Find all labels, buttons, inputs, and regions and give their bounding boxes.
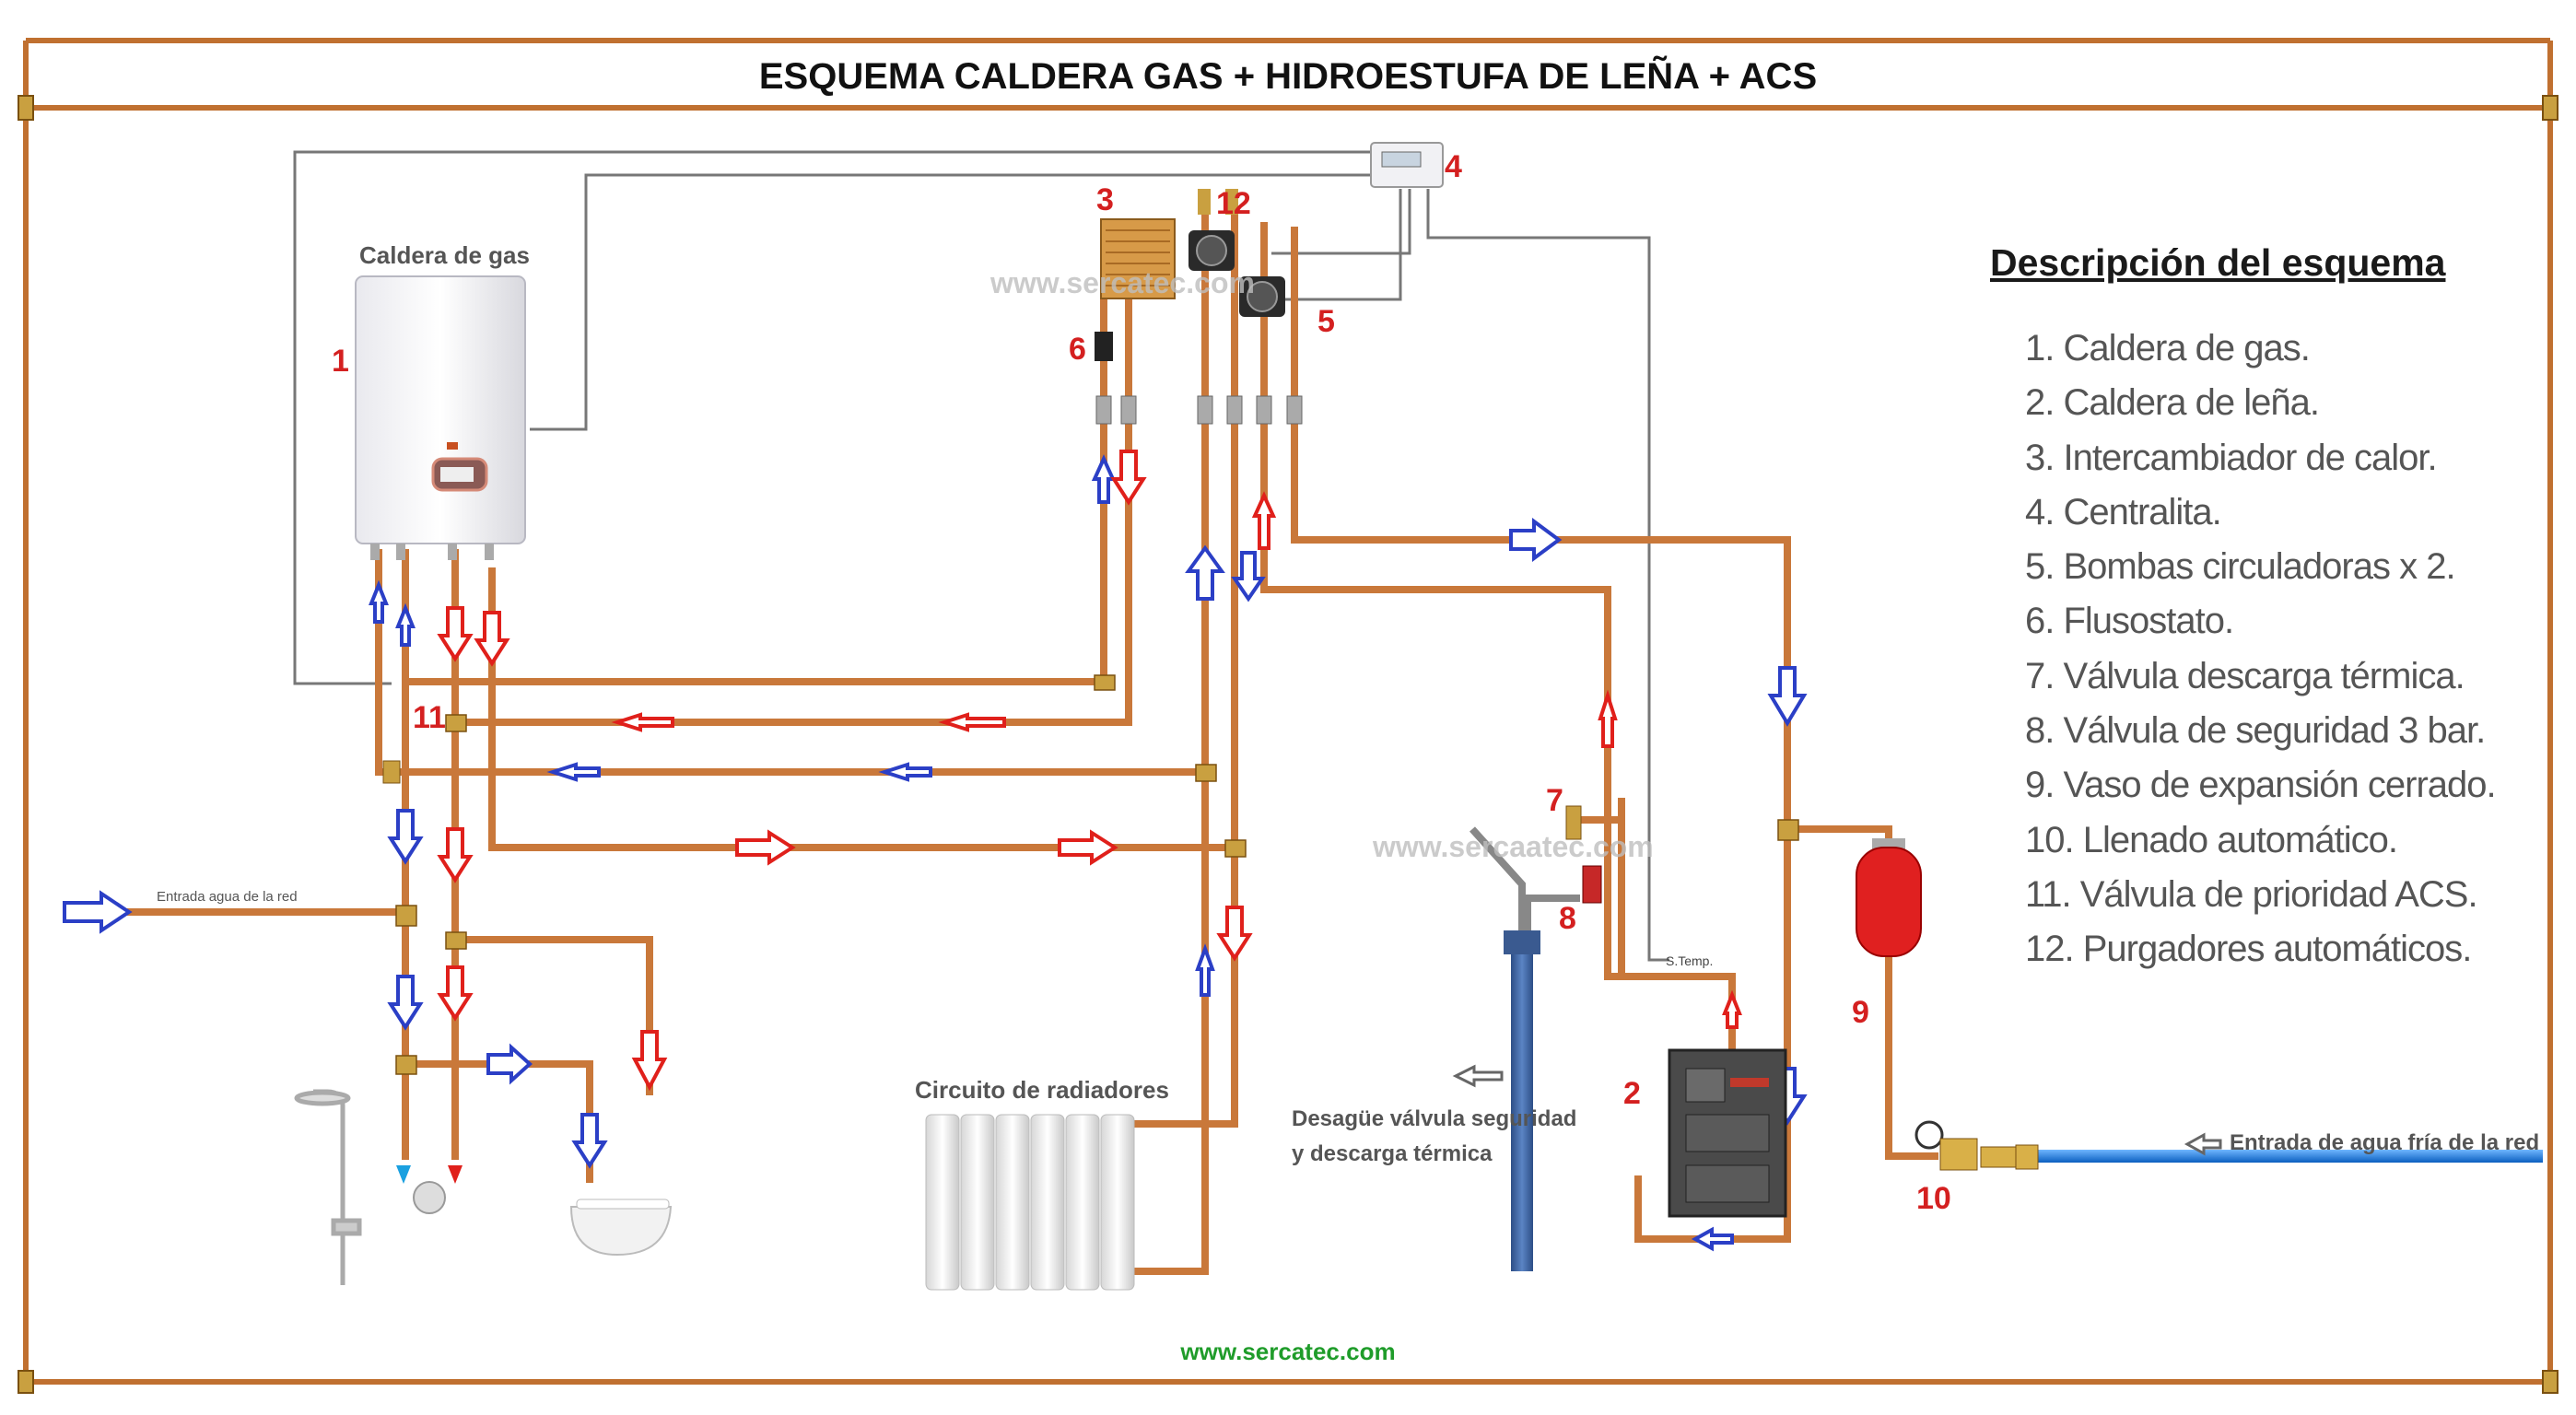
legend-item: 5. Bombas circuladoras x 2. — [2025, 546, 2456, 588]
number-3: 3 — [1096, 182, 1114, 217]
arrow-left — [1691, 1226, 1734, 1252]
number-4: 4 — [1445, 149, 1462, 184]
heat-exchanger-icon — [1100, 218, 1176, 299]
shower-icon — [294, 1089, 362, 1285]
expansion-vessel-icon — [1856, 838, 1922, 957]
arrow-right — [63, 890, 133, 934]
washbasin-icon — [569, 1199, 673, 1257]
drain-pipe-icon — [1469, 826, 1580, 1271]
temp-sensor-label: S.Temp. — [1666, 953, 1713, 968]
number-6: 6 — [1069, 332, 1086, 367]
component-numbers: 1 2 3 4 5 6 7 8 9 10 11 12 — [332, 149, 1951, 1216]
radiator-icon — [925, 1114, 1135, 1291]
legend-item: 11. Válvula de prioridad ACS. — [2025, 873, 2478, 915]
cold-inlet-label: Entrada de agua fría de la red — [2230, 1130, 2539, 1155]
arrow-down — [437, 827, 474, 883]
flow-switch-icon — [1095, 332, 1113, 361]
legend-item: 10. Llenado automático. — [2025, 819, 2398, 860]
number-5: 5 — [1317, 304, 1335, 339]
gas-boiler-icon — [355, 275, 526, 784]
number-10: 10 — [1916, 1181, 1951, 1216]
mixer-tap-icon — [396, 1165, 463, 1214]
gas-boiler-label: Caldera de gas — [359, 241, 530, 269]
frame — [23, 38, 2553, 1385]
arrow-left — [611, 712, 674, 732]
legend-panel: Descripción del esquema 1. Caldera de ga… — [1990, 241, 2506, 977]
arrow-left — [1452, 1064, 1504, 1088]
legend-item: 7. Válvula descarga térmica. — [2025, 655, 2465, 696]
arrow-right — [735, 829, 796, 866]
arrow-down — [1216, 906, 1253, 962]
legend-item: 3. Intercambiador de calor. — [2025, 437, 2438, 478]
arrow-down — [387, 809, 424, 865]
number-9: 9 — [1852, 995, 1869, 1030]
arrow-left — [546, 762, 601, 782]
arrow-up — [1251, 491, 1277, 550]
arrow-up — [1598, 689, 1618, 748]
arrow-right — [1058, 829, 1118, 866]
legend-item: 9. Vaso de expansión cerrado. — [2025, 765, 2497, 806]
watermark-alt: www.sercaatec.com — [1372, 830, 1654, 863]
arrow-up — [1722, 989, 1742, 1029]
watermark: www.sercatec.com — [989, 266, 1255, 299]
arrow-up — [369, 579, 389, 624]
controller-icon — [1370, 142, 1444, 188]
drain-label-2: y descarga térmica — [1292, 1141, 1493, 1166]
legend-title: Descripción del esquema — [1990, 241, 2446, 284]
arrow-down — [571, 1113, 608, 1169]
arrow-down — [1110, 450, 1147, 506]
wood-boiler-icon — [1668, 1048, 1787, 1218]
number-12: 12 — [1216, 186, 1251, 221]
safety-valves — [1565, 805, 1602, 904]
arrow-down — [1767, 666, 1808, 727]
legend-list: 1. Caldera de gas. 2. Caldera de leña. 3… — [1990, 322, 2506, 977]
arrow-down — [437, 606, 474, 662]
arrow-left — [878, 762, 932, 782]
arrow-up — [1185, 544, 1225, 601]
arrow-down — [387, 975, 424, 1031]
frame-fittings — [18, 95, 2558, 1394]
legend-item: 8. Válvula de seguridad 3 bar. — [2025, 710, 2486, 752]
arrow-down — [631, 1030, 668, 1092]
number-1: 1 — [332, 344, 349, 379]
control-wiring — [293, 150, 1669, 962]
number-8: 8 — [1559, 901, 1576, 936]
arrow-down — [474, 611, 510, 667]
water-inlet-label: Entrada agua de la red — [157, 889, 298, 905]
valve-row — [1095, 395, 1303, 425]
flow-arrows-cold — [63, 454, 1808, 1252]
arrow-up — [395, 602, 416, 647]
page-title: ESQUEMA CALDERA GAS + HIDROESTUFA DE LEÑ… — [759, 54, 1817, 97]
pressure-gauge-icon — [1914, 1120, 2039, 1171]
circulator-pump-icon — [1188, 189, 1285, 317]
arrow-up — [1091, 454, 1117, 504]
legend-item: 1. Caldera de gas. — [2025, 328, 2311, 368]
number-11: 11 — [413, 700, 446, 735]
radiators-label: Circuito de radiadores — [915, 1076, 1169, 1104]
arrow-left — [2184, 1132, 2222, 1156]
footer-site: www.sercatec.com — [1179, 1338, 1395, 1365]
drain-arrow — [1452, 1064, 2222, 1156]
legend-item: 4. Centralita. — [2025, 491, 2222, 532]
legend-item: 6. Flusostato. — [2025, 601, 2234, 642]
arrow-down — [437, 965, 474, 1022]
number-2: 2 — [1623, 1076, 1641, 1111]
cold-water-main — [2036, 1150, 2543, 1163]
pipe-fittings — [395, 674, 1799, 1075]
number-7: 7 — [1546, 783, 1563, 818]
legend-item: 2. Caldera de leña. — [2025, 382, 2320, 424]
arrow-up — [1195, 943, 1215, 997]
arrow-right — [486, 1043, 533, 1085]
arrow-down — [1231, 551, 1266, 602]
arrow-right — [1509, 518, 1563, 562]
legend-item: 12. Purgadores automáticos. — [2025, 929, 2472, 970]
drain-label-1: Desagüe válvula seguridad — [1292, 1106, 1576, 1131]
flow-arrows-hot — [437, 450, 1742, 1092]
arrow-left — [938, 712, 1006, 732]
